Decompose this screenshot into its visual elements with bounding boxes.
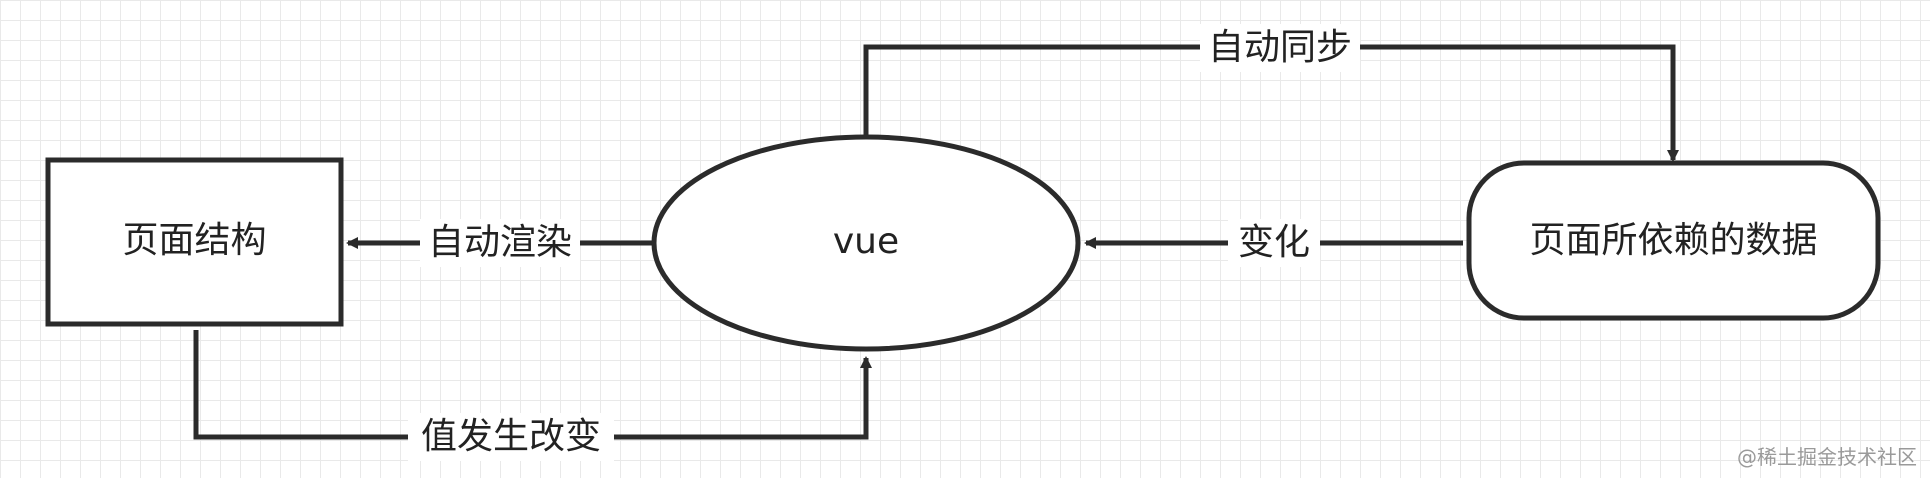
node-vue: vue (651, 134, 1081, 352)
edge-label-auto-render: 自动渲染 (420, 219, 580, 267)
node-page-structure: 页面结构 (45, 157, 344, 327)
watermark-text: @稀土掘金技术社区 (1737, 445, 1917, 469)
node-page-data: 页面所依赖的数据 (1466, 160, 1881, 321)
edge-label-value-changed: 值发生改变 (408, 413, 614, 461)
edge-label-change: 变化 (1228, 219, 1320, 267)
node-page-structure-label: 页面结构 (122, 220, 266, 261)
edge-value-changed-label: 值发生改变 (421, 416, 601, 457)
node-page-data-label: 页面所依赖的数据 (1529, 220, 1817, 261)
edge-label-auto-sync: 自动同步 (1200, 24, 1360, 72)
node-vue-label: vue (833, 221, 899, 262)
edge-change-label: 变化 (1238, 222, 1310, 263)
edge-auto-sync-label: 自动同步 (1208, 27, 1352, 68)
edge-auto-render-label: 自动渲染 (428, 222, 572, 263)
